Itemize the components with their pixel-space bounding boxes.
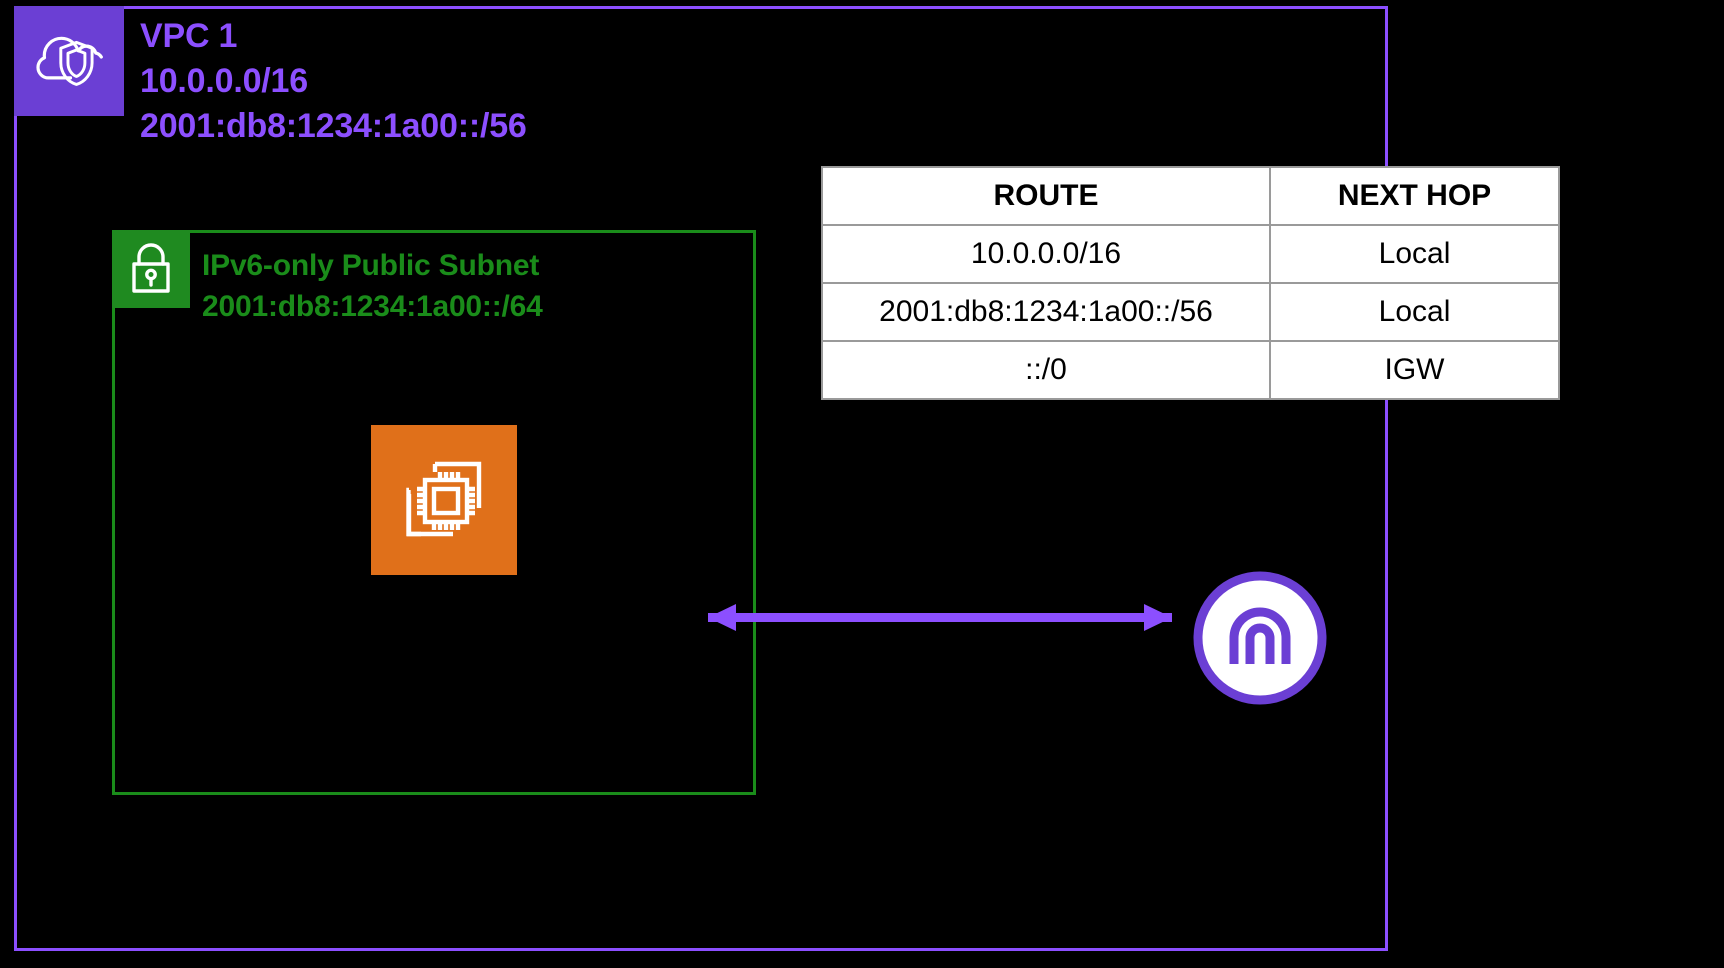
table-header-row: ROUTE NEXT HOP: [821, 166, 1560, 226]
column-header-route: ROUTE: [821, 166, 1271, 226]
vpc-cloud-shield-icon: [14, 6, 124, 116]
next-hop-cell: IGW: [1269, 340, 1560, 400]
vpc-boundary: [14, 6, 1388, 951]
vpc-ipv4-cidr: 10.0.0.0/16: [140, 61, 308, 100]
route-cell: 10.0.0.0/16: [821, 224, 1271, 284]
table-row: 2001:db8:1234:1a00::/56 Local: [821, 282, 1560, 342]
ec2-instances-icon: [371, 425, 517, 575]
next-hop-cell: Local: [1269, 224, 1560, 284]
route-cell: 2001:db8:1234:1a00::/56: [821, 282, 1271, 342]
table-row: ::/0 IGW: [821, 340, 1560, 400]
table-row: 10.0.0.0/16 Local: [821, 224, 1560, 284]
subnet-padlock-icon: [112, 230, 190, 308]
subnet-boundary: [112, 230, 756, 795]
route-table: ROUTE NEXT HOP 10.0.0.0/16 Local 2001:db…: [821, 166, 1560, 400]
subnet-name: IPv6-only Public Subnet: [202, 249, 540, 282]
vpc-label-block: VPC 1 10.0.0.0/16 2001:db8:1234:1a00::/5…: [140, 14, 527, 149]
subnet-ipv6-cidr: 2001:db8:1234:1a00::/64: [202, 289, 543, 323]
column-header-next-hop: NEXT HOP: [1269, 166, 1560, 226]
vpc-name: VPC 1: [140, 17, 238, 55]
route-cell: ::/0: [821, 340, 1271, 400]
internet-gateway-icon: [1190, 568, 1330, 708]
next-hop-cell: Local: [1269, 282, 1560, 342]
subnet-label-block: IPv6-only Public Subnet 2001:db8:1234:1a…: [202, 246, 543, 328]
vpc-ipv6-cidr: 2001:db8:1234:1a00::/56: [140, 106, 527, 145]
